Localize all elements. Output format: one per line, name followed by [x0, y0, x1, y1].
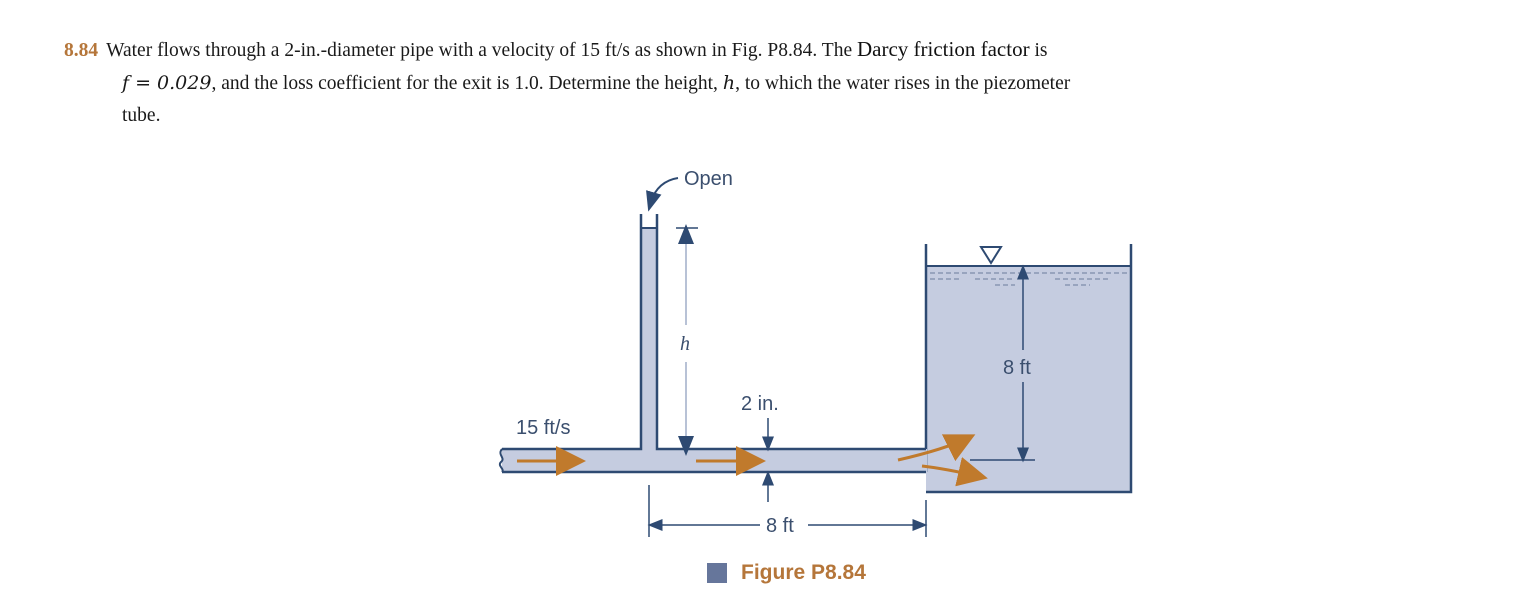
tank-walls — [924, 244, 1133, 494]
darcy-term: Darcy friction factor — [856, 37, 1030, 61]
caption-square-icon — [707, 563, 727, 583]
velocity-label: 15 ft/s — [516, 417, 570, 439]
open-pointer-icon — [646, 177, 679, 212]
figure-caption: Figure P8.84 — [707, 561, 866, 585]
pipe-break-icon — [498, 448, 504, 473]
free-surface-symbol-icon — [979, 246, 1003, 265]
problem-line-3: tube. — [122, 105, 161, 126]
tank-water — [926, 266, 1131, 492]
problem-line-2: f = 0.029, and the loss coefficient for … — [122, 72, 1071, 94]
h-variable: h — [722, 72, 736, 94]
friction-factor-equation: f = 0.029 — [122, 72, 212, 94]
h-label: h — [680, 333, 690, 355]
problem-number: 8.84 — [64, 40, 99, 61]
surface-dashes — [930, 272, 1128, 286]
caption-text: Figure P8.84 — [741, 561, 866, 584]
piezometer-water — [641, 228, 657, 450]
pipe-length-label: 8 ft — [766, 515, 794, 537]
exit-flow-arrow-icon — [897, 434, 976, 462]
exit-flow-arrow-icon — [921, 457, 988, 487]
diameter-label: 2 in. — [741, 393, 779, 415]
tank-depth-label: 8 ft — [1003, 357, 1031, 379]
open-label: Open — [684, 168, 733, 190]
